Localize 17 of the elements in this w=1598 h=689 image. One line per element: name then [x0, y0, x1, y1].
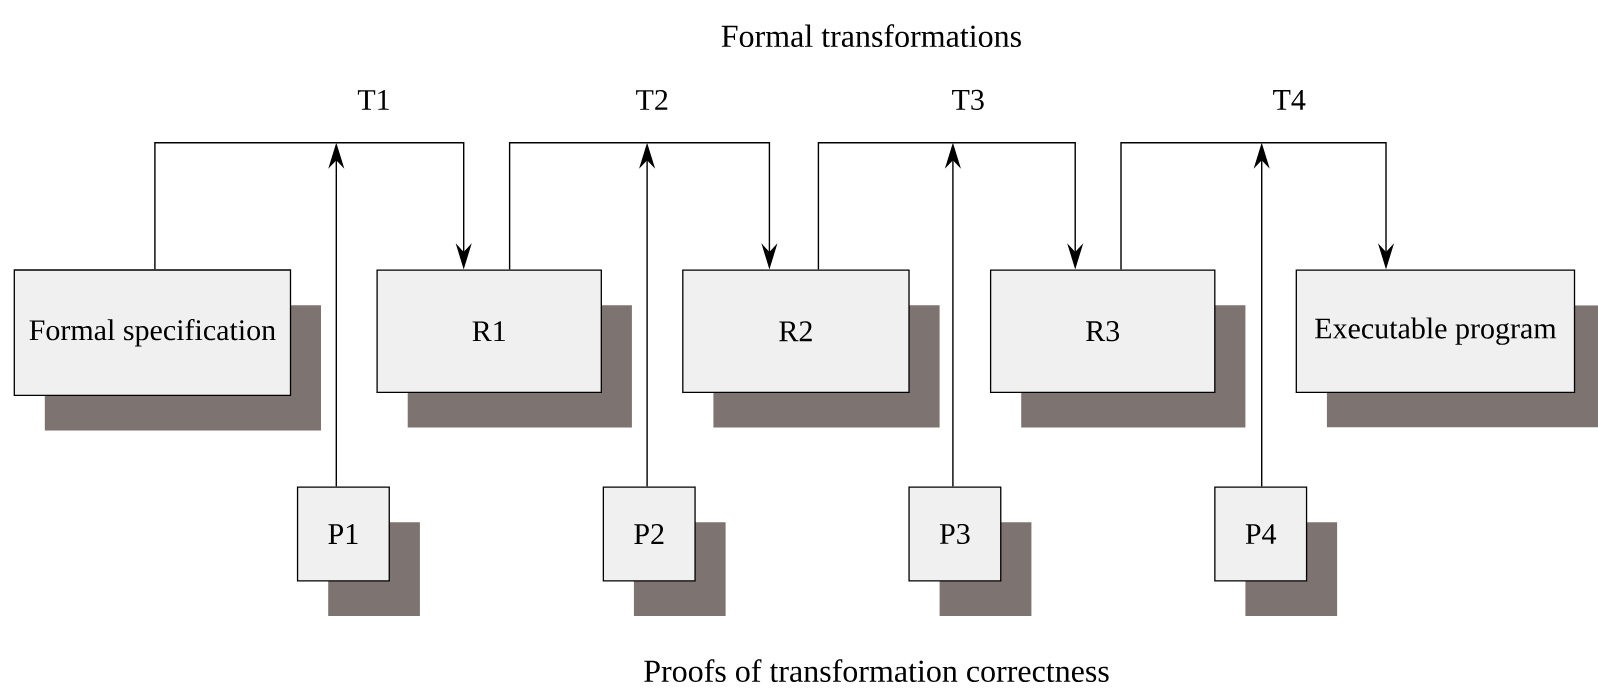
proof-box: P3 [908, 486, 1032, 617]
process-box: Executable program [1295, 269, 1598, 428]
process-box: R1 [376, 269, 632, 428]
caption: Proofs of transformation correctness [644, 659, 1109, 682]
process-box: R2 [682, 269, 940, 428]
proof-box: P1 [296, 486, 420, 617]
title: Formal transformations [721, 24, 1021, 48]
arrow [1120, 142, 1395, 271]
arrow [508, 142, 778, 271]
arrow [817, 142, 1084, 271]
edge-label: T1 [356, 89, 392, 111]
process-box: R3 [989, 269, 1246, 428]
proof-box: P4 [1214, 486, 1338, 617]
proof-box: P2 [602, 486, 726, 617]
arrow [154, 142, 472, 271]
process-box: Formal specification [13, 269, 321, 431]
edge-label: T4 [1271, 89, 1307, 111]
